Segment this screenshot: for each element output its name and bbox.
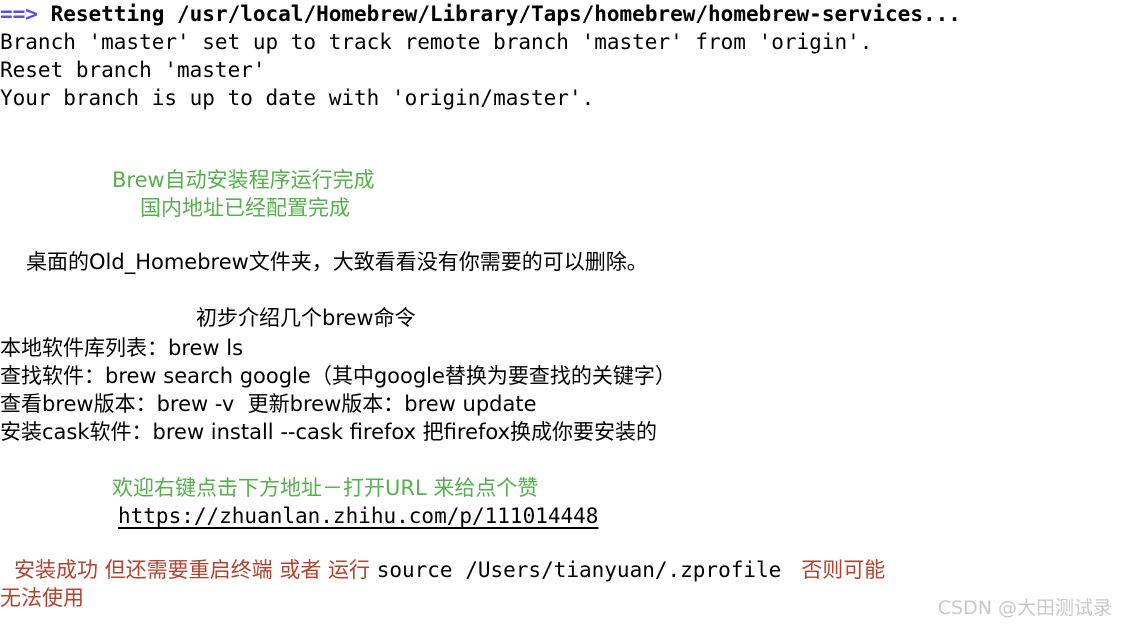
warning-text-lead: 安装成功 但还需要重启终端 或者 运行 xyxy=(14,558,377,582)
terminal-line-intro-heading: 初步介绍几个brew命令 xyxy=(196,306,416,330)
warning-text-tail: 否则可能 xyxy=(781,558,886,582)
zhihu-article-link[interactable]: https://zhuanlan.zhihu.com/p/111014448 xyxy=(118,504,599,528)
terminal-line-cmd-version: 查看brew版本：brew -v 更新brew版本：brew update xyxy=(0,392,537,416)
terminal-line-warning-continued: 无法使用 xyxy=(0,586,84,610)
terminal-line-reset: ==> Resetting /usr/local/Homebrew/Librar… xyxy=(0,0,961,28)
warning-source-command: source /Users/tianyuan/.zprofile xyxy=(376,558,782,582)
terminal-line-reset-branch: Reset branch 'master' xyxy=(0,58,266,82)
reset-message-text: Resetting /usr/local/Homebrew/Library/Ta… xyxy=(50,2,961,26)
terminal-line-desktop-note: 桌面的Old_Homebrew文件夹，大致看看没有你需要的可以删除。 xyxy=(26,250,648,274)
terminal-line-cmd-list: 本地软件库列表：brew ls xyxy=(0,336,244,360)
terminal-line-branch-track: Branch 'master' set up to track remote b… xyxy=(0,30,873,54)
terminal-line-warning: 安装成功 但还需要重启终端 或者 运行 source /Users/tianyu… xyxy=(14,556,885,584)
terminal-line-brew-done: Brew自动安装程序运行完成 xyxy=(112,168,375,192)
terminal-line-cmd-search: 查找软件：brew search google（其中google替换为要查找的关… xyxy=(0,364,676,388)
terminal-line-mirror-done: 国内地址已经配置完成 xyxy=(140,196,350,220)
arrow-prefix-icon: ==> xyxy=(0,2,38,26)
csdn-watermark: CSDN @大田测试录 xyxy=(937,597,1112,619)
terminal-line-url-invite: 欢迎右键点击下方地址－打开URL 来给点个赞 xyxy=(112,476,539,500)
reset-message xyxy=(38,2,51,26)
terminal-line-branch-uptodate: Your branch is up to date with 'origin/m… xyxy=(0,86,595,110)
terminal-line-cmd-cask: 安装cask软件：brew install --cask firefox 把fi… xyxy=(0,420,658,444)
